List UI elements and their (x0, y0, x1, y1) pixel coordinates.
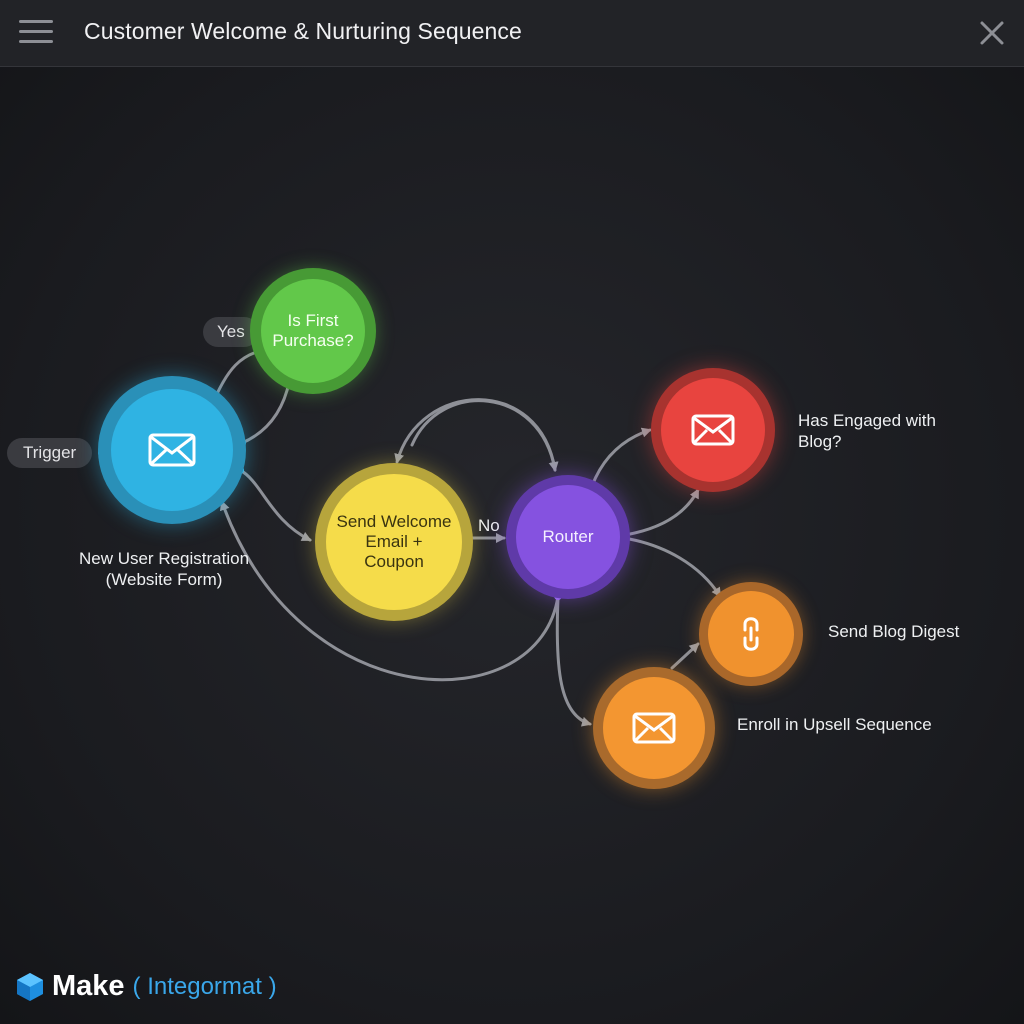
connector-router-to-digest (622, 536, 722, 598)
connector-router-to-engaged-lower (628, 488, 700, 536)
page-title: Customer Welcome & Nurturing Sequence (84, 18, 522, 44)
engaged-caption: Has Engaged with Blog? (798, 411, 936, 451)
connector-router-to-trigger (219, 500, 560, 682)
send-welcome-node[interactable]: Send Welcome Email + Coupon (315, 463, 473, 621)
digest-caption: Send Blog Digest (828, 622, 960, 641)
engaged-node[interactable] (651, 368, 775, 492)
make-logo-icon (17, 972, 43, 1001)
connector-digest-upsell (670, 642, 700, 670)
envelope-icon (148, 433, 196, 467)
connector-trigger-to-welcome (238, 468, 312, 542)
connector-router-loop-to-welcome (394, 398, 557, 472)
trigger-node[interactable] (98, 376, 246, 524)
link-icon (743, 617, 759, 651)
top-bar: Customer Welcome & Nurturing Sequence (0, 0, 1024, 67)
first-purchase-node[interactable]: Is First Purchase? (250, 268, 376, 394)
first-purchase-label: Is First Purchase? (272, 311, 354, 350)
envelope-icon (691, 414, 735, 446)
upsell-caption: Enroll in Upsell Sequence (737, 715, 932, 734)
no-label: No (478, 516, 500, 535)
connector-router-to-engaged-upper (590, 427, 652, 488)
trigger-caption: New User Registration (Website Form) (78, 549, 250, 589)
close-icon[interactable] (978, 19, 1006, 47)
envelope-icon (632, 712, 676, 744)
digest-node[interactable] (699, 582, 803, 686)
brand-footer: Make ( Integormat ) (16, 970, 277, 1003)
brand-subtitle: ( Integormat ) (132, 972, 277, 1000)
connector-welcome-loop-to-router (410, 399, 559, 472)
yes-label: Yes (203, 317, 259, 347)
hamburger-menu-icon[interactable] (19, 20, 53, 46)
upsell-node[interactable] (593, 667, 715, 789)
trigger-label: Trigger (7, 438, 93, 468)
connector-purchase-to-trigger (240, 376, 292, 445)
router-label: Router (542, 527, 594, 546)
brand-name: Make (52, 970, 125, 1002)
connector-router-to-upsell (555, 596, 592, 727)
router-node[interactable]: Router (506, 475, 630, 599)
send-welcome-label: Send Welcome Email + Coupon (336, 512, 452, 571)
